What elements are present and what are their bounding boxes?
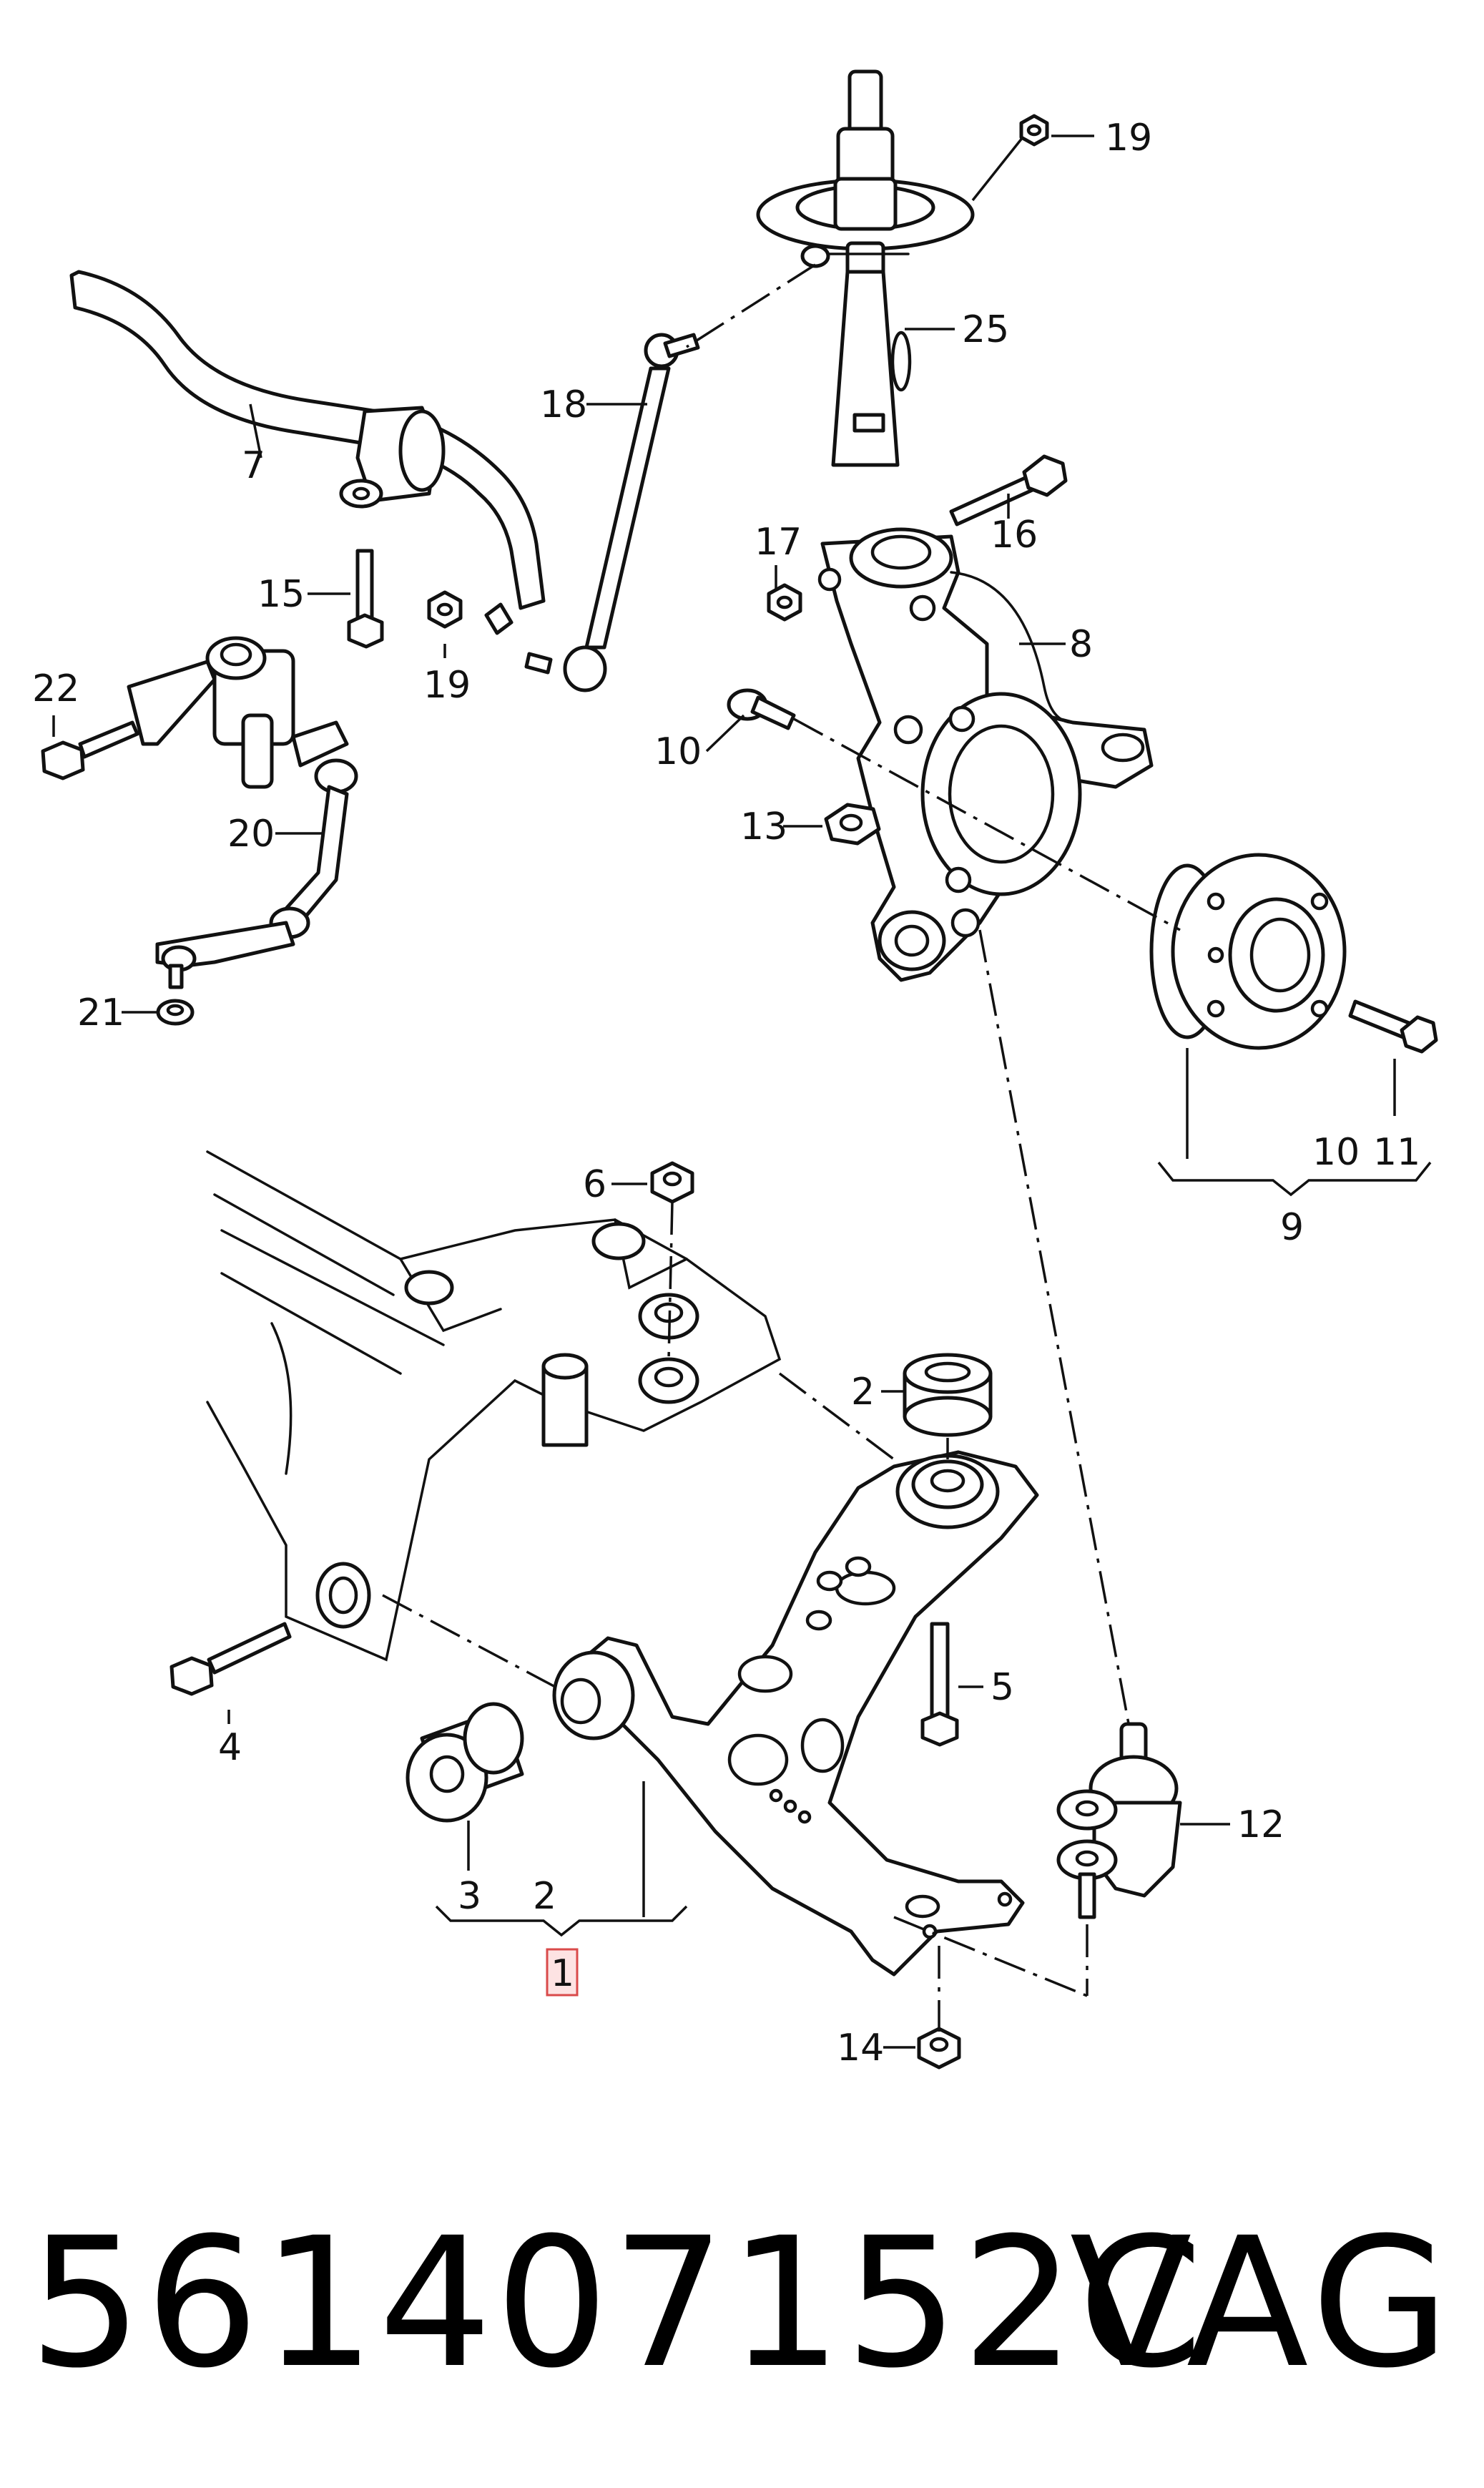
callout-3: 3	[458, 1875, 481, 1918]
bolt-22	[41, 720, 139, 780]
callout-8: 8	[1069, 623, 1093, 666]
callout-6: 6	[583, 1163, 606, 1206]
bushing-3	[406, 1702, 524, 1823]
callout-9: 9	[1280, 1206, 1304, 1249]
part-number: 561407152C	[29, 2199, 1207, 2407]
callout-25: 25	[962, 308, 1009, 351]
callout-21: 21	[77, 991, 124, 1034]
callout-19-mid: 19	[423, 664, 471, 707]
callout-16: 16	[991, 514, 1038, 557]
nut-19-top	[1019, 114, 1049, 147]
callout-17: 17	[755, 521, 802, 564]
wheel-hub-bearing	[1149, 853, 1347, 1050]
level-sensor-assembly	[127, 636, 358, 989]
nut-17	[767, 583, 802, 622]
callout-11: 11	[1373, 1131, 1420, 1174]
bushing-2-top	[903, 1353, 993, 1437]
bolt-10	[727, 688, 796, 730]
callout-12: 12	[1237, 1803, 1284, 1846]
callout-4: 4	[218, 1726, 242, 1769]
nut-21	[156, 999, 195, 1026]
callout-10-hub: 10	[1312, 1131, 1360, 1174]
callout-10-bolt: 10	[654, 730, 702, 773]
nut-19-mid	[427, 590, 463, 629]
callout-19-top: 19	[1105, 117, 1152, 160]
leader-lines	[52, 134, 1432, 2049]
callout-20: 20	[227, 813, 275, 856]
nut-13	[824, 803, 881, 846]
callout-1: 1	[551, 1952, 574, 1995]
bolt-15	[347, 549, 384, 649]
exploded-parts-diagram: 19 25 7 18 16 17 8 15 19 22 10 13 20 21 …	[32, 69, 1438, 2070]
hub-bolt-11	[1348, 999, 1438, 1054]
callout-22: 22	[32, 667, 79, 710]
strut-shock-absorber	[756, 69, 975, 467]
brand-label: VAG	[1069, 2199, 1455, 2407]
nut-6	[650, 1161, 694, 1204]
bolt-5	[920, 1622, 959, 1747]
callout-18: 18	[540, 383, 587, 426]
bolt-16	[949, 454, 1068, 527]
callout-7: 7	[242, 444, 265, 487]
steering-knuckle	[817, 527, 1154, 982]
footer: 561407152C VAG	[29, 2160, 1455, 2447]
nut-14	[917, 2027, 961, 2070]
assembly-lines	[382, 263, 1181, 2032]
callout-5: 5	[991, 1666, 1014, 1709]
subframe	[206, 1150, 782, 1662]
callout-1-highlight	[546, 1948, 579, 1997]
callout-15: 15	[257, 573, 305, 616]
bolt-4	[169, 1622, 292, 1696]
callout-2-top: 2	[851, 1371, 875, 1414]
stabilizer-bar	[69, 270, 546, 610]
stabilizer-link	[484, 333, 700, 692]
callout-14: 14	[837, 2027, 884, 2070]
ball-joint	[1056, 1722, 1182, 1919]
callout-labels: 19 25 7 18 16 17 8 15 19 22 10 13 20 21 …	[32, 117, 1420, 2070]
callout-2-bottom: 2	[533, 1875, 556, 1918]
callout-13: 13	[740, 805, 787, 848]
control-arm	[552, 1450, 1039, 1977]
